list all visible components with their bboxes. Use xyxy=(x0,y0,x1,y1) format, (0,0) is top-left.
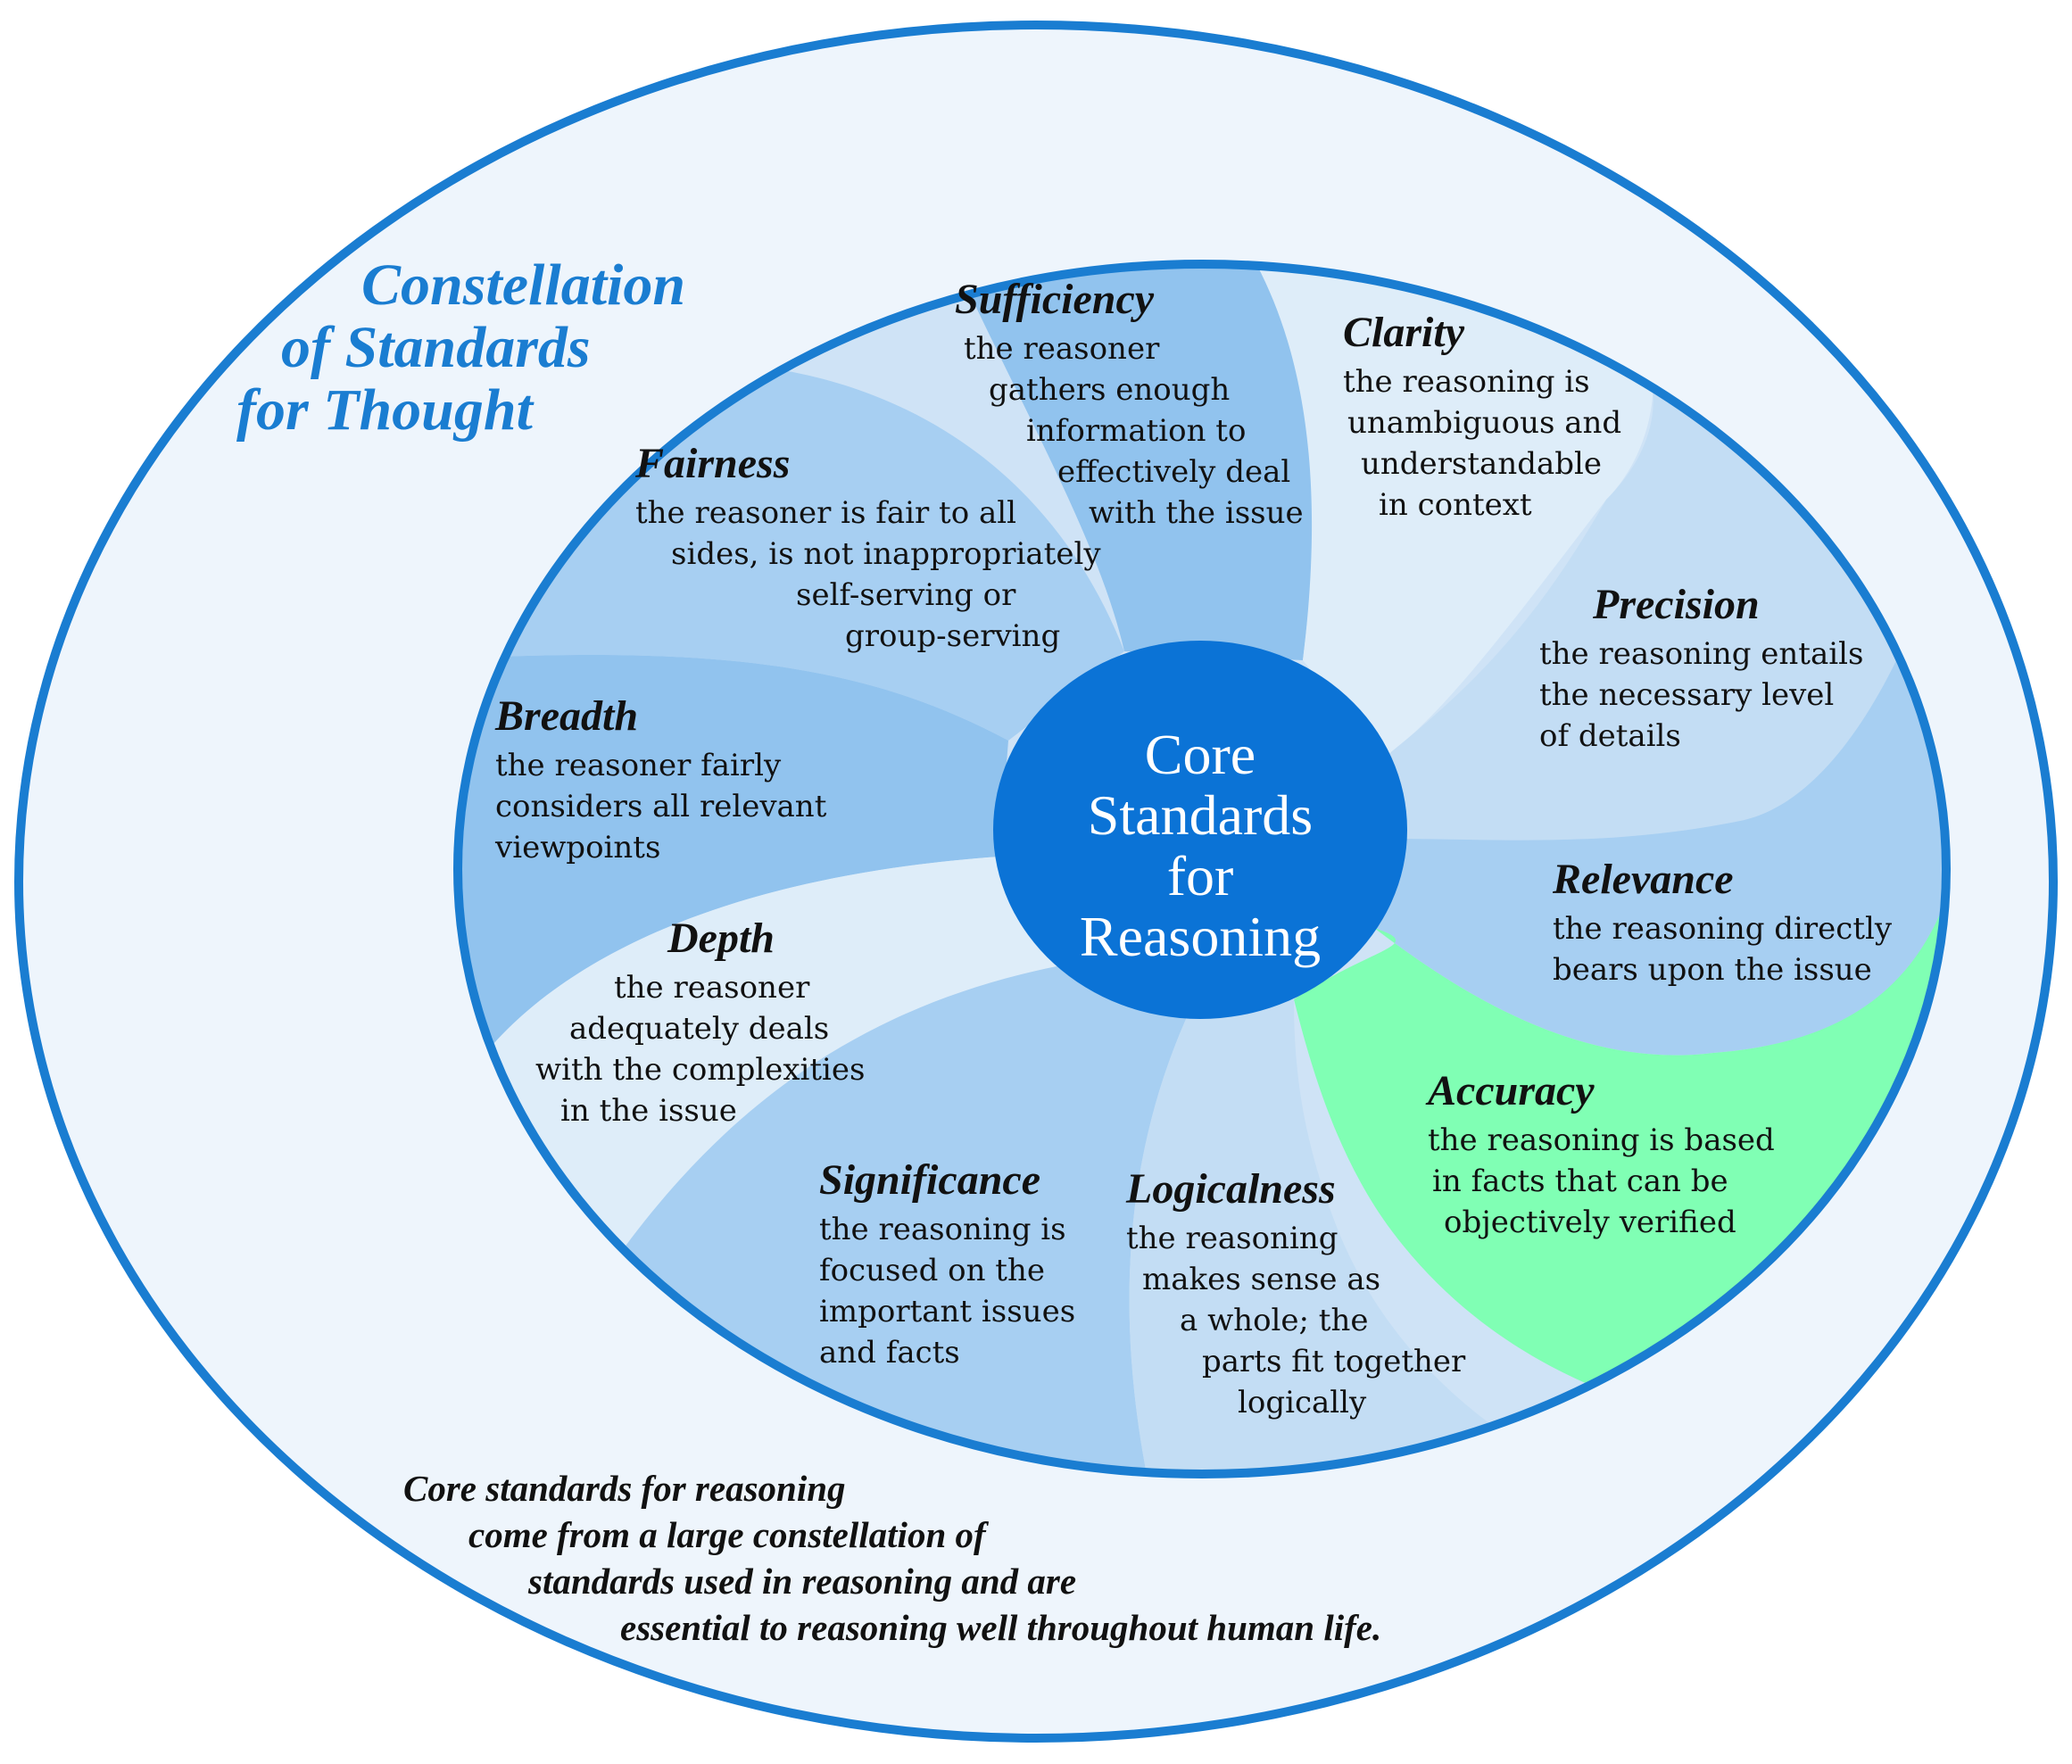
standard-line: effectively deal xyxy=(1057,454,1291,490)
footnote: Core standards for reasoning come from a… xyxy=(393,1465,1381,1651)
standard-line: and facts xyxy=(819,1335,960,1371)
standard-line: bears upon the issue xyxy=(1553,952,1872,988)
footnote-line: Core standards for reasoning xyxy=(403,1468,846,1509)
standard-name: Clarity xyxy=(1343,309,1465,356)
standard-sufficiency: Sufficiency the reasoner gathers enough … xyxy=(955,275,1304,534)
standard-relevance: Relevance the reasoning directly bears u… xyxy=(1553,855,1892,990)
standard-clarity: Clarity the reasoning is unambiguous and… xyxy=(1343,308,1621,526)
standard-name: Depth xyxy=(667,915,775,962)
standard-line: the reasoning is xyxy=(819,1212,1066,1247)
title-line: Constellation xyxy=(361,253,686,318)
standard-line: makes sense as xyxy=(1142,1262,1381,1297)
standard-line: group-serving xyxy=(845,618,1061,654)
standard-name: Precision xyxy=(1593,581,1760,628)
standard-line: important issues xyxy=(819,1294,1076,1329)
footnote-line: essential to reasoning well throughout h… xyxy=(620,1607,1382,1648)
petal-breadth xyxy=(458,655,1008,1160)
standard-line: the reasoner xyxy=(614,970,810,1006)
standard-line: gathers enough xyxy=(989,372,1231,408)
standard-line: sides, is not inappropriately xyxy=(671,536,1101,572)
standard-line: unambiguous and xyxy=(1347,405,1622,441)
standard-line: viewpoints xyxy=(495,830,661,865)
standard-breadth: Breadth the reasoner fairly considers al… xyxy=(495,692,826,868)
core-line: for xyxy=(1166,844,1234,907)
standard-line: with the issue xyxy=(1089,495,1304,531)
petal-sufficiency xyxy=(937,264,1314,660)
standard-name: Relevance xyxy=(1553,856,1734,903)
standard-accuracy: Accuracy the reasoning is based in facts… xyxy=(1428,1066,1775,1243)
standard-significance: Significance the reasoning is focused on… xyxy=(819,1155,1075,1373)
standard-line: self-serving or xyxy=(796,577,1016,613)
standard-precision: Precision the reasoning entails the nece… xyxy=(1539,580,1863,757)
petal-clarity xyxy=(1231,264,1653,758)
standard-depth: Depth the reasoner adequately deals with… xyxy=(535,914,866,1131)
standard-line: the reasoning entails xyxy=(1539,636,1864,672)
standard-line: the necessary level xyxy=(1539,677,1835,713)
core-line: Standards xyxy=(1087,783,1314,847)
standard-line: understandable xyxy=(1361,446,1603,482)
standard-line: a whole; the xyxy=(1180,1303,1369,1338)
standard-line: in facts that can be xyxy=(1432,1164,1728,1199)
standard-line: in the issue xyxy=(560,1093,737,1129)
standard-line: considers all relevant xyxy=(495,789,827,824)
core-circle xyxy=(993,641,1407,1019)
standard-line: parts fit together xyxy=(1202,1344,1466,1379)
standard-line: logically xyxy=(1238,1385,1367,1420)
standard-logicalness: Logicalness the reasoning makes sense as… xyxy=(1126,1164,1465,1423)
standard-line: the reasoner is fair to all xyxy=(635,495,1017,531)
footnote-line: standards used in reasoning and are xyxy=(528,1561,1077,1602)
standard-name: Logicalness xyxy=(1126,1165,1336,1213)
standard-line: focused on the xyxy=(819,1253,1045,1288)
standard-name: Sufficiency xyxy=(955,276,1155,323)
standard-line: the reasoner xyxy=(964,331,1160,367)
title-line: for Thought xyxy=(236,377,533,443)
petal-precision xyxy=(1383,294,1945,841)
petal-logicalness xyxy=(1129,999,1695,1474)
standard-line: the reasoner fairly xyxy=(495,748,782,783)
petal-relevance xyxy=(1374,535,1946,1056)
standard-line: with the complexities xyxy=(535,1052,866,1088)
standard-fairness: Fairness the reasoner is fair to all sid… xyxy=(635,439,1101,657)
inner-ellipse-border xyxy=(453,260,1951,1478)
standard-line: of details xyxy=(1539,718,1681,754)
core-label: Core Standards for Reasoning xyxy=(990,676,1410,1015)
standard-line: the reasoning is based xyxy=(1428,1122,1775,1158)
standard-line: information to xyxy=(1026,413,1247,449)
standard-line: the reasoning directly xyxy=(1553,911,1893,947)
footnote-line: come from a large constellation of xyxy=(468,1514,986,1555)
core-line: Reasoning xyxy=(1079,905,1322,968)
standard-line: in context xyxy=(1379,487,1532,523)
title-line: of Standards xyxy=(281,315,591,380)
standard-name: Breadth xyxy=(495,692,639,740)
standard-line: the reasoning is xyxy=(1343,364,1590,400)
diagram-title: Constellation of Standards for Thought xyxy=(223,254,685,442)
standard-name: Accuracy xyxy=(1428,1067,1595,1114)
core-line: Core xyxy=(1144,723,1256,786)
standard-line: adequately deals xyxy=(569,1011,830,1047)
standard-name: Fairness xyxy=(635,440,791,487)
standard-line: the reasoning xyxy=(1126,1221,1339,1256)
standard-line: objectively verified xyxy=(1444,1205,1736,1240)
standard-name: Significance xyxy=(819,1156,1040,1204)
